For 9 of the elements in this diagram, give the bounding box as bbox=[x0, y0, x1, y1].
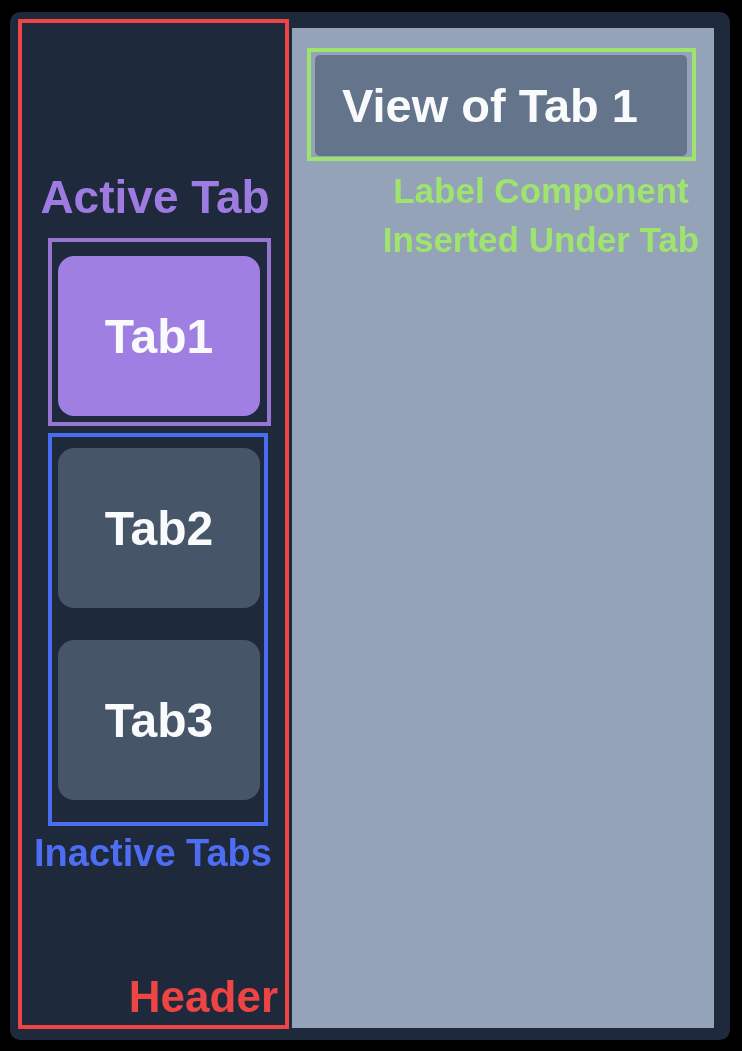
view-label: View of Tab 1 bbox=[315, 55, 687, 156]
section-label: Active Tab bbox=[40, 170, 270, 224]
section-label: Label Component Inserted Under Tab bbox=[381, 170, 701, 261]
tab: Tab3 bbox=[58, 640, 260, 800]
section-label: Inactive Tabs bbox=[34, 831, 272, 876]
section-label: Header bbox=[128, 971, 278, 1023]
tab: Tab1 bbox=[58, 256, 260, 416]
tab: Tab2 bbox=[58, 448, 260, 608]
content-panel bbox=[292, 28, 714, 1028]
